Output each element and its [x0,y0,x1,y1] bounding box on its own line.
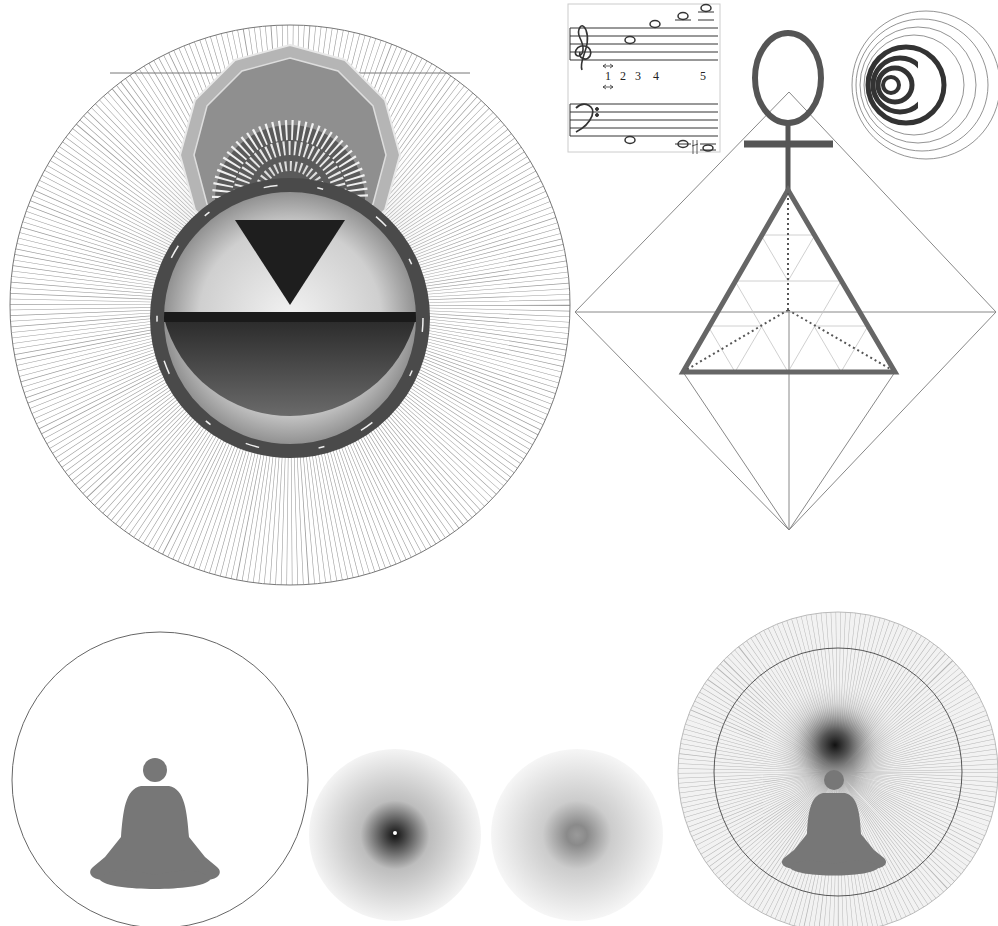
ledger-line [675,20,691,21]
flat-sign [692,140,698,154]
figure-head [824,770,844,790]
bass-staff-lines [570,104,718,136]
whole-note [701,5,711,12]
ledger-line [698,12,714,20]
crescent-ring [878,68,912,102]
meditating-figure [782,770,886,876]
ledger-line [675,144,691,145]
crescent-ring [883,77,899,93]
whole-note [650,21,660,28]
crescent-ring [852,11,998,159]
pyramid-figure [575,33,996,530]
ledger-line [700,144,716,150]
down-triangle [235,220,345,305]
diamond-axis [789,312,790,530]
inner-field-circle [714,648,962,896]
diamond-axis [575,312,996,313]
bass-clef [576,104,593,132]
whole-note [625,37,635,44]
crescent-ring [856,19,988,151]
staff-barline [570,28,571,136]
bass-clef-dot [596,114,599,117]
figure-head [143,758,167,782]
radial-mandala [10,25,570,585]
dotted-median [686,193,892,370]
staff-number: 2 [620,70,626,82]
music-staff [568,4,720,154]
diamond-outline [575,92,996,530]
staff-number: 1 [605,70,611,82]
sierpinski-level [814,326,868,372]
energy-point [309,749,481,921]
staff-number: 4 [653,70,659,82]
ankh-stem [786,123,791,190]
staff-number: 5 [700,70,706,82]
bass-clef-dot [596,108,599,111]
crescent-ring [860,27,976,143]
lower-water [164,318,416,416]
sierpinski-triangle [683,190,895,372]
ankh-loop [755,33,821,123]
treble-staff-lines [570,28,718,60]
energy-point [491,749,663,921]
diamond-guide [683,372,789,530]
figure-legs [100,871,210,889]
staff-number: 3 [635,70,641,82]
crescent-gap [918,60,930,110]
whole-note [625,137,635,144]
diamond-guide [789,372,895,530]
figure-legs [790,861,878,876]
whole-note [678,13,688,20]
concentric-crescents [852,11,998,159]
aura-circle [12,632,308,926]
dark-ring [157,185,423,451]
interval-arrow [603,85,613,89]
treble-clef [575,26,590,70]
figure-body [782,793,886,868]
crescent-ring [868,47,944,123]
sierpinski-level [708,326,762,372]
energy-core [393,831,397,835]
meditating-figure [90,758,220,889]
crescent-ring [864,35,964,135]
figure-body [90,786,220,880]
horizon-band [164,312,416,322]
field-circle [678,612,998,926]
outer-circle [10,25,570,585]
sierpinski-fill [683,190,895,372]
staff-frame [568,4,720,152]
interval-arrow [603,64,613,68]
meditation-row [12,612,998,926]
ring-lightning [157,185,423,451]
